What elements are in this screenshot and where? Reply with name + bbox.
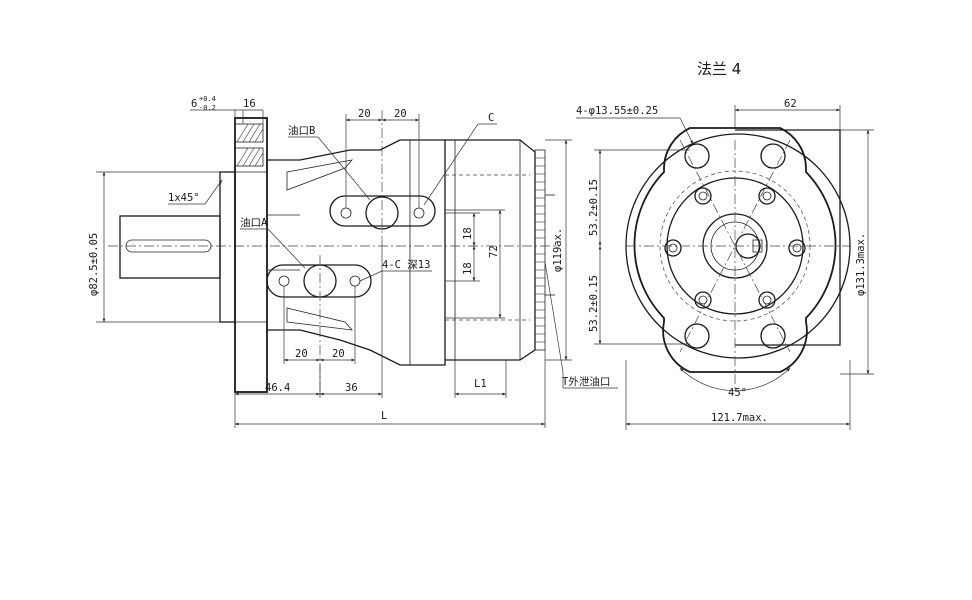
drawing-title: 法兰 4 — [697, 60, 741, 78]
dim-max-width: 121.7max. — [625, 360, 851, 430]
dim-keyway-depth: 16 — [243, 98, 256, 110]
port-labels: 油口B 油口A C 4-C 深13 — [240, 112, 497, 282]
dim-bottom-20-20: 20 20 — [283, 286, 356, 364]
dim-46-4: 46.4 — [265, 382, 290, 394]
port-b-label: 油口B — [288, 124, 315, 137]
outer-housing — [735, 129, 841, 346]
dim-72: 72 — [488, 245, 500, 258]
dim-53-upper: 53.2±0.15 — [588, 179, 600, 236]
dim-top-right-20: 20 — [394, 108, 407, 120]
dim-angle: 45° — [679, 367, 791, 399]
dim-chamfer: 1x45° — [168, 179, 223, 205]
side-view: 6 +0.4 -0.2 16 1x45° φ82.5±0.05 油口B 油口A … — [88, 95, 618, 428]
dim-bot-right-20: 20 — [332, 348, 345, 360]
dim-chamfer-text: 1x45° — [168, 192, 200, 204]
dim-max-height-text: φ131.3max. — [855, 233, 867, 296]
dim-top-20-20: 20 20 — [345, 108, 420, 208]
dim-36: 36 — [345, 382, 358, 394]
mount-hole-bl — [684, 323, 710, 349]
dim-max-width-text: 121.7max. — [711, 412, 768, 424]
dim-top-left-20: 20 — [358, 108, 371, 120]
flange-outline — [633, 127, 837, 373]
dim-keyway-tol-upper: +0.4 — [199, 95, 216, 103]
dim-L: L — [235, 350, 546, 428]
dim-L-text: L — [381, 410, 387, 422]
dim-housing-dia-text: φ119ax. — [552, 228, 564, 272]
mount-hole-tl — [684, 143, 710, 169]
drain-port-label: T外泄油口 — [562, 375, 610, 388]
dim-bolt-holes: 4-φ13.55±0.25 — [576, 105, 694, 145]
dim-46-36: 46.4 36 — [234, 240, 383, 428]
diag-centerline-a — [679, 139, 791, 353]
dim-keyway-width: 6 — [191, 98, 197, 110]
dim-bolt-holes-text: 4-φ13.55±0.25 — [576, 105, 658, 117]
dim-53-vertical: 53.2±0.15 53.2±0.15 — [588, 149, 690, 345]
dim-18-upper: 18 — [462, 227, 474, 240]
dim-keyway-tol-lower: -0.2 — [199, 104, 216, 112]
front-view: 4-φ13.55±0.25 62 53.2±0.15 53.2±0.15 φ13… — [576, 98, 874, 430]
dim-L1-text: L1 — [474, 378, 487, 390]
dim-housing-dia: φ119ax. — [545, 139, 572, 361]
motor-housing — [445, 139, 555, 361]
port-a-label: 油口A — [240, 216, 268, 229]
dim-18-lower: 18 — [462, 262, 474, 275]
valve-body — [266, 110, 446, 395]
mount-hole-br — [760, 323, 786, 349]
port-c-depth: 4-C 深13 — [382, 259, 430, 271]
dim-keyway: 6 +0.4 -0.2 16 — [190, 95, 264, 124]
diag-centerline-b — [679, 139, 791, 353]
dim-62: 62 — [734, 98, 841, 130]
dim-L1: L1 — [454, 360, 507, 398]
dim-max-height: φ131.3max. — [840, 129, 874, 375]
dim-53-lower: 53.2±0.15 — [588, 275, 600, 332]
dim-pilot-dia: φ82.5±0.05 — [88, 171, 220, 323]
dim-vertical-18-72: 18 18 72 — [445, 209, 505, 319]
drain-port: T外泄油口 — [544, 261, 618, 389]
port-c-label: C — [488, 112, 494, 124]
dim-62-text: 62 — [784, 98, 797, 110]
dim-bot-left-20: 20 — [295, 348, 308, 360]
mount-hole-tr — [760, 143, 786, 169]
flange — [219, 117, 268, 393]
dim-pilot-dia-text: φ82.5±0.05 — [88, 233, 100, 296]
dim-angle-text: 45° — [728, 387, 747, 399]
